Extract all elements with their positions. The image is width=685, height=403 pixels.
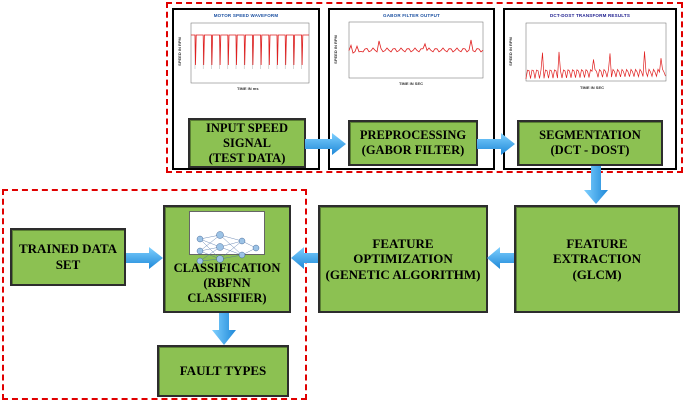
gabor-plot-xlabel: TIME IN SEC [399, 81, 424, 86]
arrow-segmentation-to-extraction [584, 166, 608, 204]
dct-plot: DCT-DOST TRANSFORM RESULTS TIME IN SEC S… [508, 13, 672, 95]
motor-plot-xlabel: TIME IN ms [237, 86, 259, 91]
gabor-plot-svg [348, 21, 484, 79]
motor-speed-plot: MOTOR SPEED WAVEFORM TIME IN ms SPEED IN… [177, 13, 315, 95]
dct-plot-title: DCT-DOST TRANSFORM RESULTS [549, 13, 631, 18]
arrow-trained-to-classification [126, 247, 163, 269]
dct-plot-svg [525, 22, 667, 82]
segmentation-panel: DCT-DOST TRANSFORM RESULTS TIME IN SEC S… [503, 8, 677, 170]
motor-plot-svg [190, 22, 310, 84]
fault-types-box: FAULT TYPES [157, 345, 289, 397]
network-icon [196, 231, 260, 265]
preprocessing-panel: GABOR FILTER OUTPUT TIME IN SEC SPEED IN… [328, 8, 495, 170]
top-dashed-region [166, 2, 683, 173]
classification-label: CLASSIFICATION (RBFNN CLASSIFIER) [173, 261, 281, 305]
gabor-plot: GABOR FILTER OUTPUT TIME IN SEC SPEED IN… [333, 13, 490, 93]
feature-extraction-box: FEATURE EXTRACTION (GLCM) [514, 205, 680, 313]
arrow-preprocessing-to-segmentation [477, 133, 515, 155]
gabor-plot-title: GABOR FILTER OUTPUT [383, 13, 440, 18]
motor-plot-title: MOTOR SPEED WAVEFORM [213, 13, 279, 18]
trained-data-set-box: TRAINED DATA SET [10, 228, 126, 286]
bottom-dashed-region [2, 189, 307, 400]
arrow-input-to-preprocessing [305, 133, 346, 155]
arrow-optimization-to-classification [291, 247, 318, 269]
rbfnn-network-thumbnail [189, 211, 265, 265]
feature-optimization-box: FEATURE OPTIMIZATION (GENETIC ALGORITHM) [318, 205, 488, 313]
preprocessing-box: PREPROCESSING (GABOR FILTER) [348, 120, 478, 166]
arrow-extraction-to-optimization [487, 247, 514, 269]
input-panel: MOTOR SPEED WAVEFORM TIME IN ms SPEED IN… [172, 8, 320, 170]
segmentation-box: SEGMENTATION (DCT - DOST) [517, 120, 663, 166]
arrow-classification-to-fault [212, 313, 236, 345]
classification-box: CLASSIFICATION (RBFNN CLASSIFIER) [163, 205, 291, 313]
dct-plot-xlabel: TIME IN SEC [580, 85, 605, 90]
